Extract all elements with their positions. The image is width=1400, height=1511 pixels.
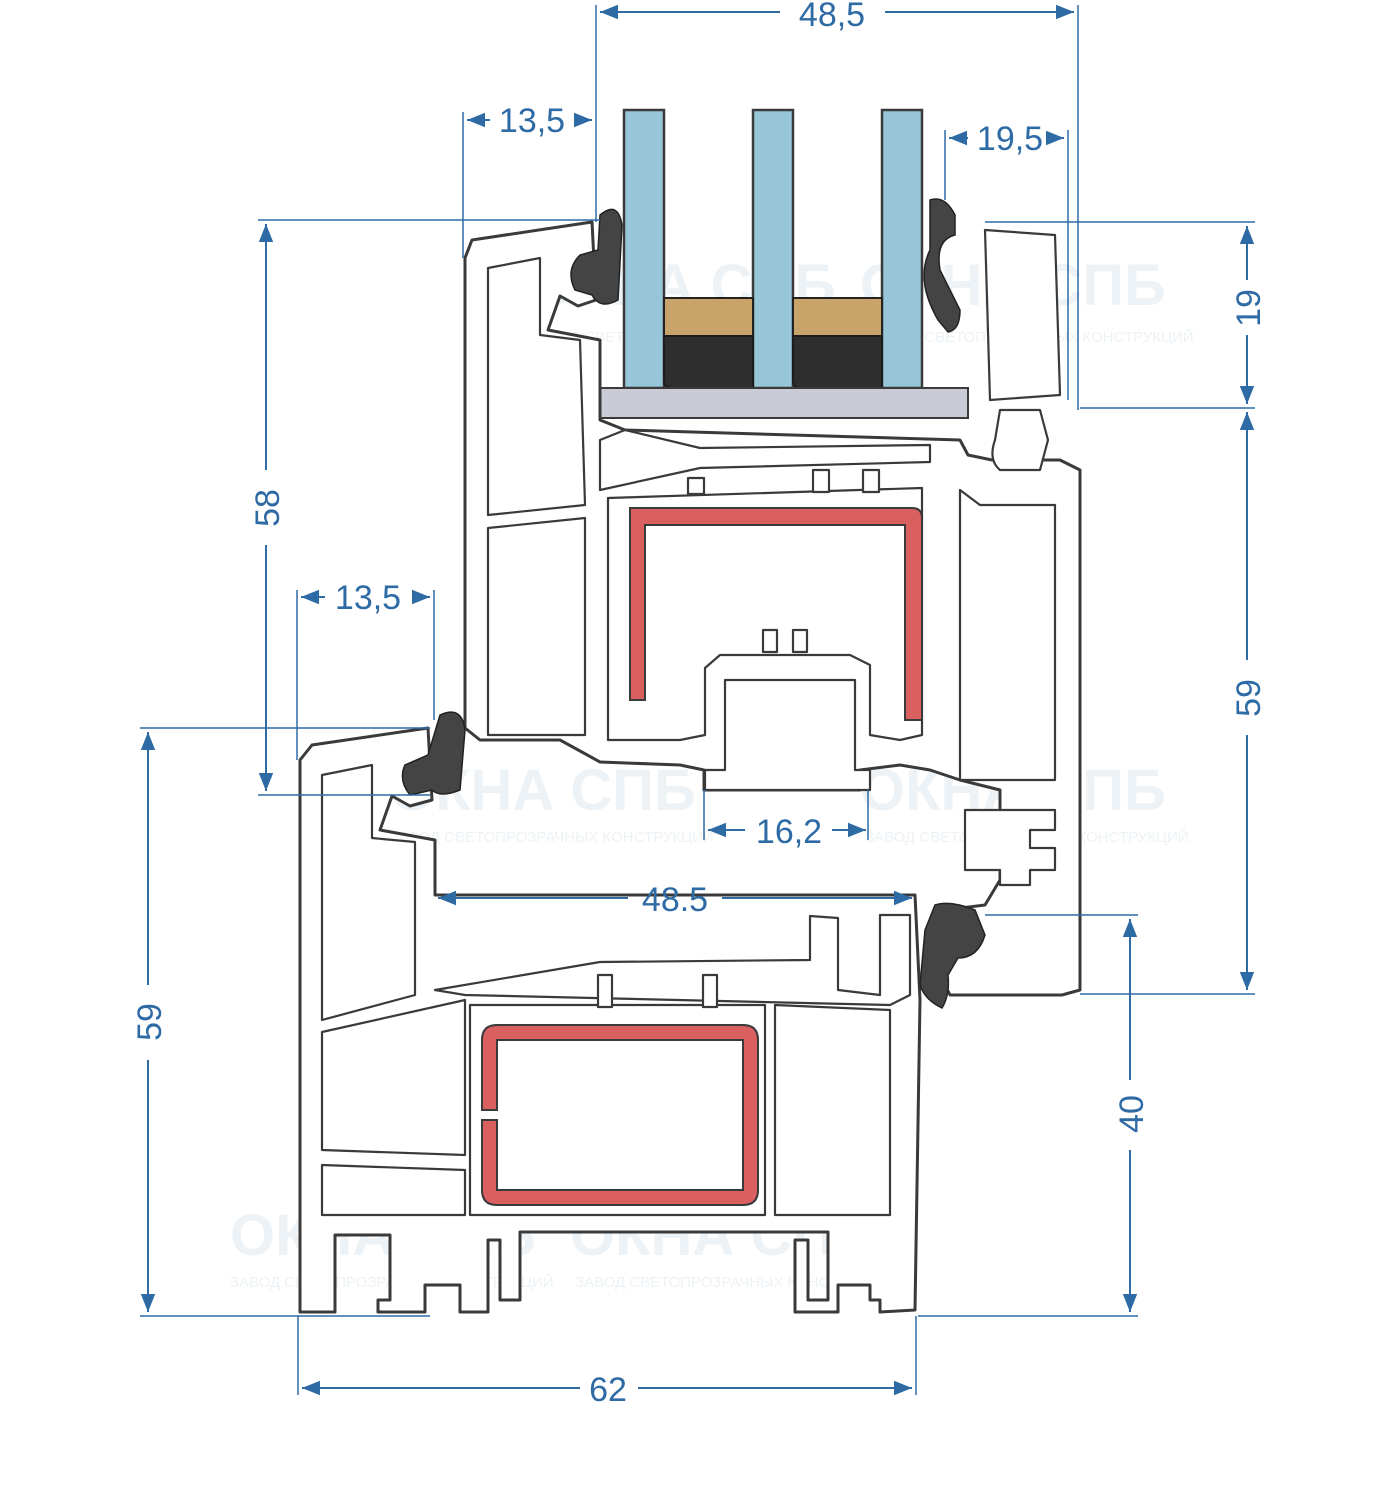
frame-chamber-right <box>773 1003 892 1217</box>
glass-pane-inner <box>880 108 924 390</box>
sash-bead-chamber <box>983 228 1062 402</box>
dim-sash-top-height: 19 <box>1230 289 1268 327</box>
insulated-glass-unit <box>599 108 969 419</box>
sash-drain-chamber <box>598 428 932 492</box>
frame-outer-gasket <box>401 711 466 796</box>
dim-sash-right-offset: 19,5 <box>977 120 1043 158</box>
dim-frame-width: 62 <box>589 1371 627 1409</box>
sash-lug-1 <box>686 476 706 496</box>
frame-steel-reinforcement <box>481 1024 759 1206</box>
frame-lug-1 <box>596 973 614 1009</box>
spacer-bar-2 <box>792 335 883 389</box>
glass-pane-outer <box>622 108 666 390</box>
dim-sash-lower-height: 59 <box>1230 679 1268 717</box>
frame-top-web <box>433 913 912 1007</box>
frame-profile <box>298 726 922 1314</box>
frame-reinforcement-cavity <box>468 1003 767 1217</box>
sash-chamber-1 <box>486 256 587 517</box>
sash-central-web <box>703 678 872 792</box>
sash-tooth-2 <box>791 628 809 654</box>
sash-lug-2 <box>811 468 831 494</box>
dim-sash-glazing-left: 13,5 <box>499 102 565 140</box>
gaskets <box>401 198 986 1009</box>
sash-inner-gasket <box>923 198 961 333</box>
sash-tooth-1 <box>761 628 779 654</box>
sash-chamber-right <box>958 488 1057 782</box>
sash-outer-gasket <box>570 208 623 305</box>
sash-rebate-steps <box>963 808 1057 887</box>
dim-frame-glazing-left: 13,5 <box>335 579 401 617</box>
frame-lug-2 <box>701 973 719 1009</box>
watermark-tagline-6: ЗАВОД СВЕТОПРОЗРАЧНЫХ КОНСТРУКЦИЙ <box>575 1273 899 1291</box>
frame-chamber-2 <box>320 998 467 1157</box>
dim-frame-inner-width: 48.5 <box>642 881 708 919</box>
glazing-bead-clip <box>991 408 1050 472</box>
frame-inner-gasket <box>919 902 986 1009</box>
desiccant-2 <box>792 297 883 337</box>
sash-steel-reinforcement <box>629 507 923 721</box>
frame-chamber-3 <box>320 1163 467 1217</box>
desiccant-1 <box>663 297 754 337</box>
glass-pane-middle <box>751 108 795 390</box>
dim-frame-right-height: 40 <box>1113 1095 1151 1133</box>
dim-sash-height: 58 <box>249 489 287 527</box>
spacer-bar-1 <box>663 335 754 389</box>
dim-rebate-width: 16,2 <box>756 813 822 851</box>
dim-top-glass-width: 48,5 <box>799 0 865 34</box>
glazing-support-bar <box>599 387 969 419</box>
sash-lug-3 <box>861 468 881 494</box>
sash-reinforcement-cavity <box>606 486 924 742</box>
dimension-annotations: 48,5 13,5 19,5 19 58 59 13,5 <box>131 0 1268 1409</box>
dim-frame-height: 59 <box>131 1003 169 1041</box>
watermark-tagline-3: ЗАВОД СВЕТОПРОЗРАЧНЫХ КОНСТРУКЦИЙ <box>390 828 714 846</box>
frame-chamber-1 <box>320 763 417 1022</box>
sash-chamber-2 <box>486 516 587 737</box>
